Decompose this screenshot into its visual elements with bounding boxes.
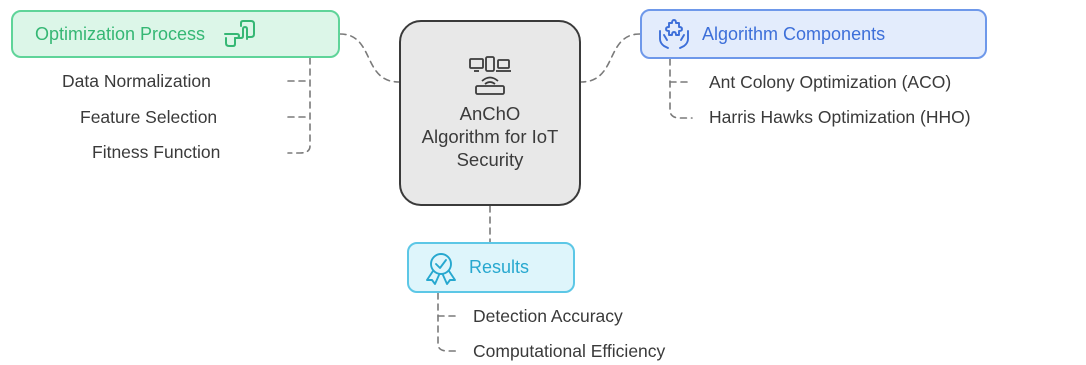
bracket-optimization <box>287 57 311 154</box>
list-item: Harris Hawks Optimization (HHO) <box>709 107 971 127</box>
list-item: Feature Selection <box>80 107 218 127</box>
center-node: AnChO Algorithm for IoT Security <box>399 20 581 206</box>
devices-router-icon <box>467 55 513 96</box>
bracket-algorithm <box>669 58 693 119</box>
list-item: Ant Colony Optimization (ACO) <box>709 72 952 92</box>
center-title: AnChO Algorithm for IoT Security <box>421 102 559 170</box>
optimization-process-node: Optimization Process <box>11 10 340 58</box>
connector-optimization <box>339 33 400 83</box>
optimization-process-label: Optimization Process <box>35 23 206 44</box>
list-item: Data Normalization <box>62 71 211 91</box>
puzzle-hands-icon <box>658 19 690 49</box>
connector-algorithm <box>580 33 641 83</box>
bracket-results <box>437 292 461 352</box>
list-item: Computational Efficiency <box>473 341 666 361</box>
list-item: Detection Accuracy <box>473 306 623 326</box>
results-node: Results <box>407 242 575 293</box>
pointing-hand-icon <box>223 20 257 48</box>
badge-check-icon <box>423 251 459 285</box>
results-label: Results <box>469 257 530 277</box>
algorithm-components-label: Algorithm Components <box>702 23 886 44</box>
algorithm-components-node: Algorithm Components <box>640 9 987 59</box>
list-item: Fitness Function <box>92 142 221 162</box>
